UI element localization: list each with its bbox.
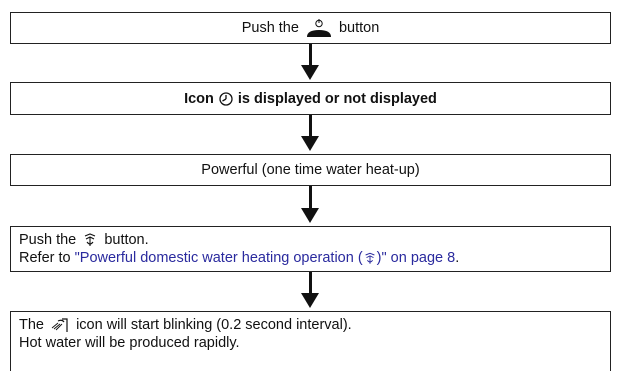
step-2-text-before: Icon: [184, 90, 214, 107]
arrowhead-2: [301, 136, 319, 151]
step-2-text-after: is displayed or not displayed: [237, 90, 437, 107]
step-3-text: Powerful (one time water heat-up): [201, 162, 420, 178]
step-4-line-1-after: button.: [104, 232, 149, 248]
step-2-box: Icon is displayed or not displayed: [10, 82, 611, 115]
step-4-line-2-end: .: [455, 250, 460, 266]
step-5-line-1-before: The: [19, 317, 44, 333]
step-3-box: Powerful (one time water heat-up): [10, 154, 611, 186]
link-text[interactable]: "Powerful domestic water heating operati…: [74, 250, 363, 266]
arrowhead-4: [301, 293, 319, 308]
step-1-box: Push the button: [10, 12, 611, 44]
step-4-line-1: Push the button.: [19, 231, 602, 249]
step-1-text-before: Push the: [241, 20, 299, 36]
link-text-end[interactable]: )" on page 8: [376, 250, 456, 266]
arrowhead-3: [301, 208, 319, 223]
timer-clock-icon: [219, 90, 233, 108]
step-5-line-1-after: icon will start blinking (0.2 second int…: [76, 317, 352, 333]
step-5-box: The icon will start blinking (0.2 second…: [10, 311, 611, 371]
step-4-line-2-before: Refer to: [19, 250, 71, 266]
step-4-box: Push the button. Refer to "Powerful dome…: [10, 226, 611, 272]
step-4-line-2: Refer to "Powerful domestic water heatin…: [19, 249, 602, 267]
step-5-line-2: Hot water will be produced rapidly.: [19, 335, 240, 351]
step-4-line-1-before: Push the: [19, 232, 77, 248]
step-1-text-after: button: [338, 20, 380, 36]
hot-water-shower-icon: [50, 317, 74, 333]
power-button-icon: [305, 18, 333, 38]
powerful-icon: [82, 232, 102, 248]
page-reference-link[interactable]: "Powerful domestic water heating operati…: [75, 250, 456, 266]
arrowhead-1: [301, 65, 319, 80]
connector-arrow-3: [309, 186, 312, 209]
connector-arrow-1: [309, 44, 312, 66]
connector-arrow-4: [309, 272, 312, 294]
connector-arrow-2: [309, 115, 312, 137]
step-5-line-1: The icon will start blinking (0.2 second…: [19, 316, 602, 334]
powerful-icon-inline: [363, 250, 377, 266]
